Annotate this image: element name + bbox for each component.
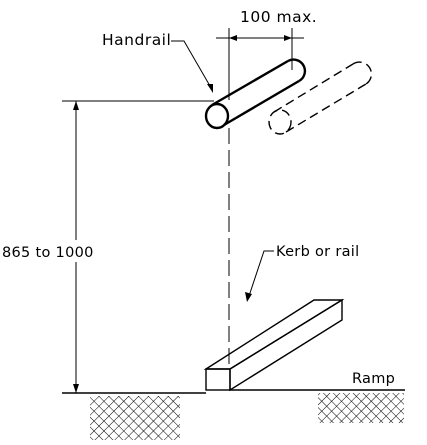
max-projection-label: 100 max.: [240, 8, 317, 26]
handrail-section: [204, 102, 230, 130]
kerb-leader-arrow: [245, 292, 252, 302]
handrail-callout: Handrail: [102, 31, 213, 93]
kerb-label: Kerb or rail: [276, 244, 359, 260]
kerb-end-face: [205, 368, 231, 391]
handrail-solid: [204, 58, 307, 130]
handrail-dashed-alternative: [268, 61, 373, 135]
height-dimension: 865 to 1000: [2, 101, 94, 393]
max-projection-dimension: 100 max.: [216, 8, 317, 100]
kerb-side-face: [229, 298, 343, 392]
height-arrow-bottom: [73, 384, 79, 393]
kerb-callout: Kerb or rail: [245, 244, 359, 302]
kerb-top-face: [203, 299, 345, 370]
kerb: [203, 298, 345, 392]
dimension-arrow-left: [229, 35, 237, 41]
ground-hatch-left: [90, 396, 180, 440]
ramp-label: Ramp: [352, 371, 395, 387]
ground: Ramp: [62, 371, 405, 440]
kerb-leader-line: [248, 250, 274, 297]
handrail-leader-line: [171, 40, 211, 87]
ground-hatch-right: [318, 393, 404, 423]
handrail-label: Handrail: [102, 31, 171, 49]
height-arrow-top: [73, 101, 79, 110]
height-range-label: 865 to 1000: [2, 245, 94, 261]
handrail-leader-arrow: [207, 84, 213, 93]
handrail-end-cap: [287, 58, 307, 83]
dimension-arrow-right: [284, 35, 292, 41]
